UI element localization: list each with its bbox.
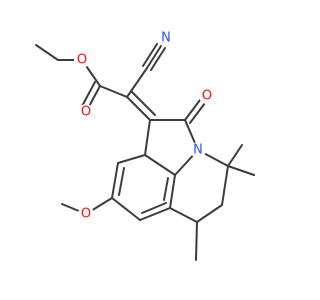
atom-n-ring: N (193, 143, 203, 158)
bond-c9a-c9b (144, 154, 176, 176)
bond-ar-2b (118, 167, 125, 196)
bond-ar-5 (169, 174, 176, 209)
bond-lactam-c=o-1 (184, 99, 201, 121)
atom-n-nitrile: N (161, 31, 171, 46)
bond-nitrile-2 (150, 47, 166, 71)
bond-cq-me2 (227, 165, 255, 176)
bond-c9b-c1 (144, 119, 151, 156)
atom-o-lactam: O (202, 89, 212, 104)
bond-ch-ar (169, 207, 198, 223)
bond-ar-4 (139, 207, 171, 221)
bond-nitrile-3 (142, 43, 158, 67)
mask-o-ester-carbonyl (78, 104, 94, 120)
bond-ar-5b (163, 177, 169, 201)
bond-exo-cc-1 (126, 96, 151, 121)
bond-ester-c-alpha (99, 85, 128, 98)
molecule-diagram: O O N O N O (35, 30, 255, 261)
bond-ar-1 (117, 154, 146, 164)
bond-ar-2 (111, 162, 119, 199)
mask-o-ester-single (74, 52, 90, 68)
bond-ch2-ch (196, 204, 223, 223)
bond-ch-me (195, 221, 198, 261)
bond-lactam-c=o-2 (189, 102, 206, 124)
atom-o-methoxy: O (81, 207, 91, 222)
bond-ester-c=o-2 (80, 81, 96, 109)
mask-n-ring (190, 142, 206, 158)
bond-ar-4b (141, 202, 167, 214)
atom-layer: O O N O N O (74, 30, 215, 222)
atom-o-ester-carbonyl: O (81, 105, 91, 120)
mask-n-nitrile (158, 30, 174, 46)
bond-ar-3 (111, 197, 141, 221)
bond-layer (35, 43, 255, 261)
mask-o-methoxy (78, 206, 94, 222)
structure-svg: O O N O N O (35, 30, 255, 261)
bond-cq-me1 (227, 144, 243, 167)
bond-nitrile-1 (146, 45, 162, 69)
atom-o-ester-single: O (77, 53, 87, 68)
mask-o-lactam (199, 88, 215, 104)
bond-cq-ch2 (221, 165, 229, 206)
bond-ethyl-ch3 (35, 44, 59, 61)
bond-alpha-cn (126, 67, 148, 98)
bond-exo-cc-2 (130, 90, 156, 116)
